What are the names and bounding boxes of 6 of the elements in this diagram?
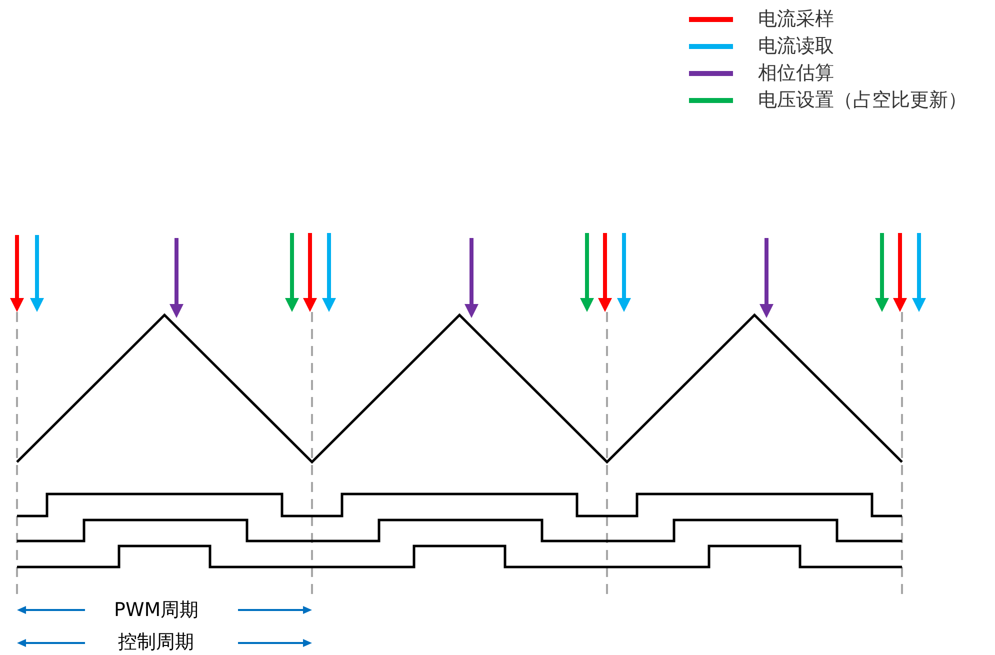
period-label: PWM周期 (114, 598, 199, 623)
legend-label: 电流读取 (758, 34, 834, 59)
legend-label: 相位估算 (758, 61, 834, 86)
period-label: 控制周期 (118, 630, 194, 655)
legend-label: 电压设置（占空比更新） (758, 88, 967, 113)
legend-label: 电流采样 (758, 7, 834, 32)
